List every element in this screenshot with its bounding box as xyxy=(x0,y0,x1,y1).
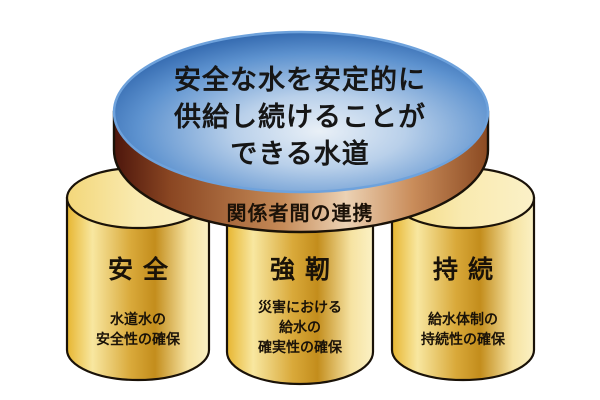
description-line: 災害における xyxy=(258,300,342,316)
description-line: 水道水の xyxy=(110,312,166,328)
pillar-description-safety: 水道水の 安全性の確保 xyxy=(67,310,209,350)
vision-line: 安全な水を安定的に xyxy=(174,65,426,96)
description-line: 給水体制の xyxy=(428,312,498,328)
vision-line: 供給し続けることが xyxy=(174,102,426,133)
description-line: 確実性の確保 xyxy=(258,340,342,356)
vision-line: できる水道 xyxy=(230,139,370,170)
vision-statement: 安全な水を安定的に 供給し続けることが できる水道 xyxy=(120,62,480,173)
description-line: 給水の xyxy=(279,320,321,336)
pillar-resilience-cylinder xyxy=(225,213,375,386)
top-disk-face xyxy=(112,30,490,194)
band-label: 関係者間の連携 xyxy=(226,201,374,225)
pillar-title-sustainability: 持続 xyxy=(432,255,503,284)
pillar-title-safety: 安全 xyxy=(107,255,178,284)
pillar-description-resilience: 災害における 給水の 確実性の確保 xyxy=(227,298,373,358)
description-line: 持続性の確保 xyxy=(421,332,505,348)
description-line: 安全性の確保 xyxy=(96,332,180,348)
pillar-description-sustainability: 給水体制の 持続性の確保 xyxy=(392,310,534,350)
pillar-title-resilience: 強靭 xyxy=(269,255,340,284)
